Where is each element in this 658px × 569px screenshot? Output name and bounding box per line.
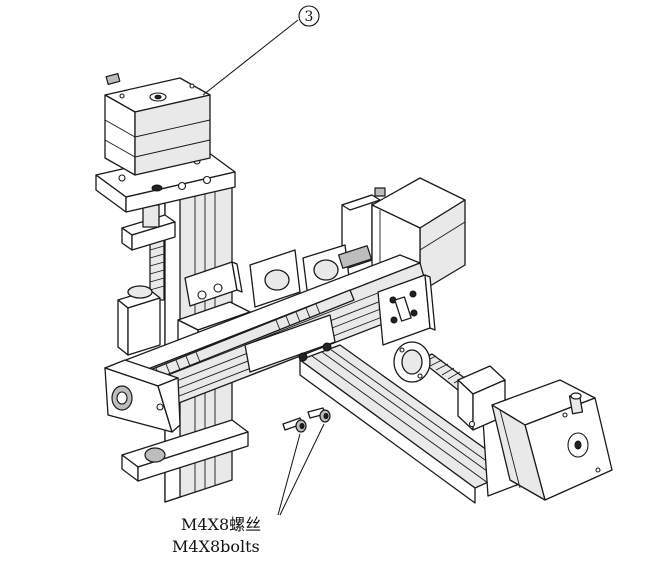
vertical-screw-bottom-bearing <box>144 447 166 463</box>
m4x8-bolts <box>277 407 331 516</box>
top-motor-assembly: 3 <box>95 5 320 213</box>
bolt-leader-line-2 <box>279 423 325 516</box>
bolt-label-chinese: M4X8螺丝 <box>181 515 261 534</box>
bolt-leader-line-1 <box>277 433 301 516</box>
callout-circle <box>298 5 320 27</box>
nut-screw-icon-2 <box>322 342 332 352</box>
vertical-coupler <box>142 204 160 228</box>
bolt-label-english: M4X8bolts <box>172 537 260 556</box>
vertical-nut-housing <box>117 299 129 356</box>
cross-nut-block <box>244 314 336 373</box>
callout-leader-line <box>202 19 299 96</box>
stepper-motor-right <box>491 379 613 501</box>
long-x-axis-module <box>299 341 613 504</box>
nut-screw-icon <box>298 352 308 362</box>
stepper-motor-top <box>104 72 211 176</box>
bolt-icon-2 <box>307 407 331 423</box>
bolt-icon-1 <box>282 417 307 433</box>
cross-x-axis-module <box>104 244 436 433</box>
callout-number: 3 <box>305 9 314 25</box>
plate-screw-icon <box>151 184 163 192</box>
